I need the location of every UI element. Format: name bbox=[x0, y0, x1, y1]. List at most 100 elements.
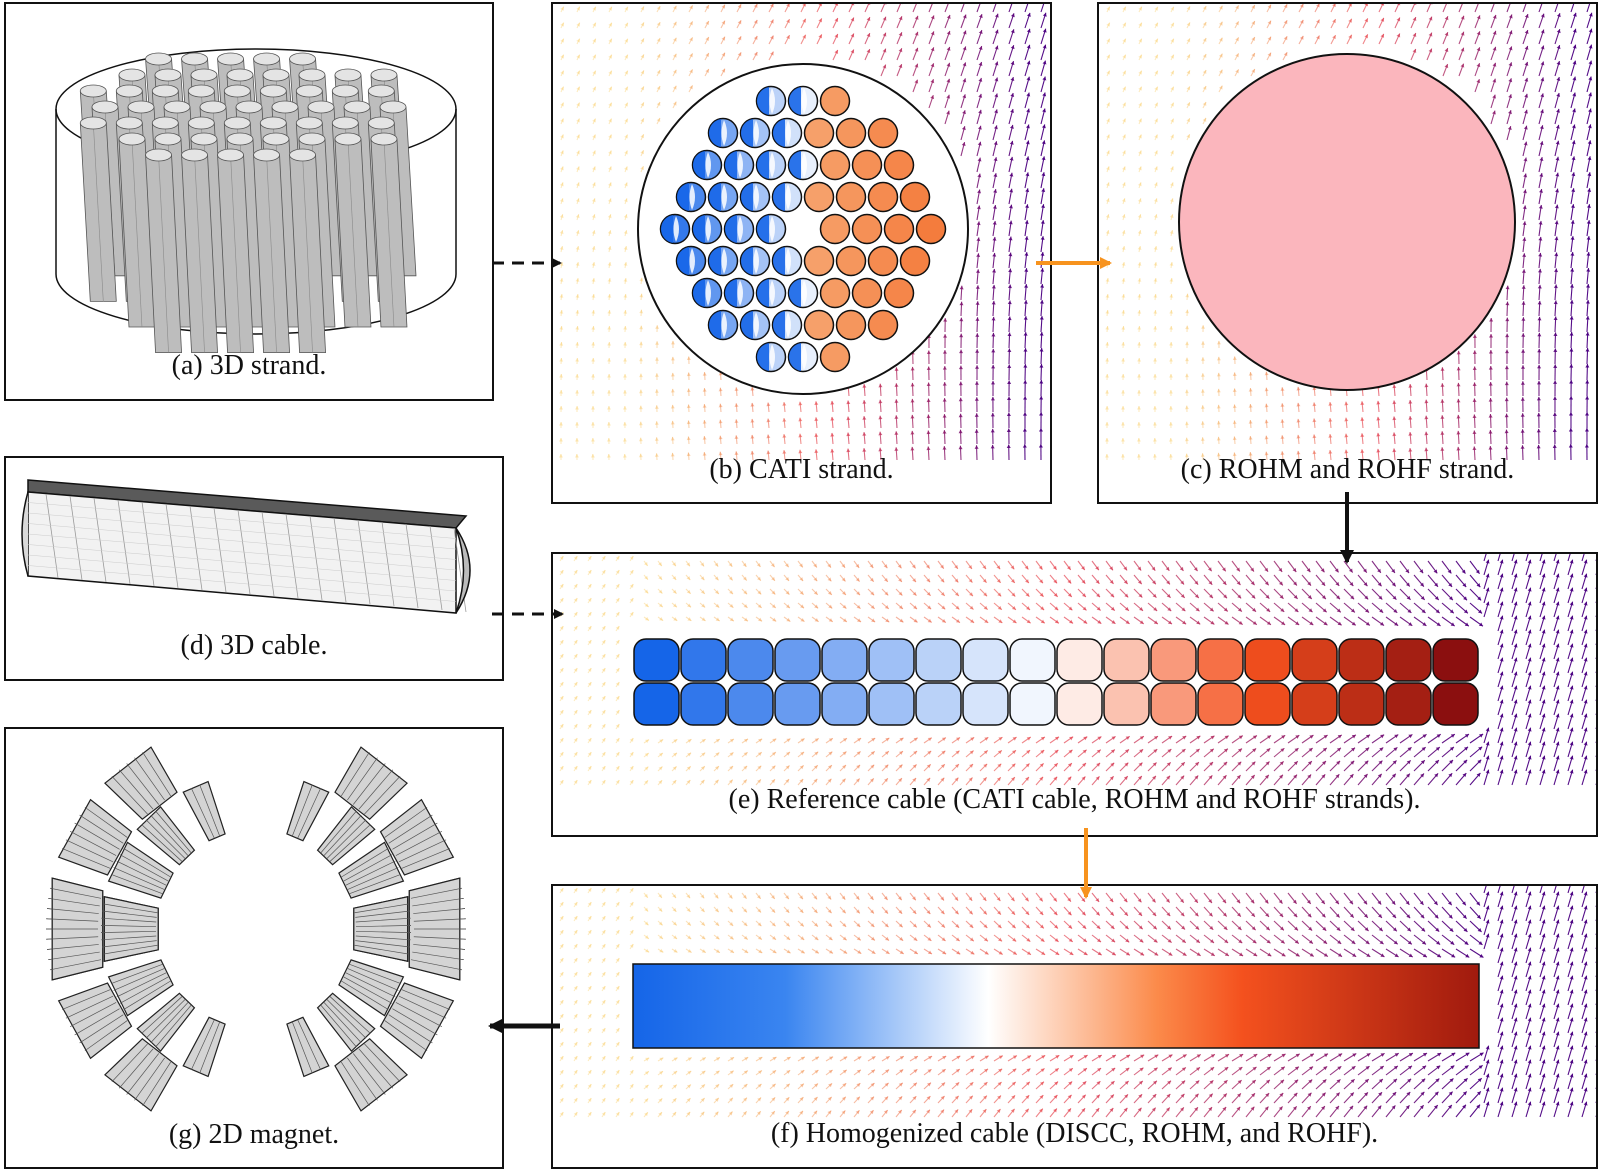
cable-strand bbox=[1291, 682, 1338, 726]
caption-homogenized-cable: (f) Homogenized cable (DISCC, ROHM, and … bbox=[770, 1118, 1379, 1149]
cable-strand bbox=[1150, 638, 1197, 682]
homogenized-field-arrows bbox=[559, 886, 1596, 1118]
cable-strand bbox=[868, 682, 915, 726]
cati-field-arrows bbox=[558, 4, 1047, 461]
cable-strand bbox=[1009, 682, 1056, 726]
coil-block bbox=[379, 798, 455, 876]
cable-strand bbox=[633, 682, 680, 726]
filaments bbox=[659, 85, 947, 373]
cable-strand bbox=[633, 638, 680, 682]
cable-strand bbox=[1009, 638, 1056, 682]
cable-strand bbox=[821, 638, 868, 682]
rohm-rohf-strand-field bbox=[1104, 4, 1593, 461]
cable-strand bbox=[868, 638, 915, 682]
filament bbox=[899, 245, 931, 277]
filament bbox=[803, 245, 835, 277]
3d-cable-render bbox=[21, 479, 471, 614]
cable-strand bbox=[915, 638, 962, 682]
coil-block bbox=[334, 746, 408, 821]
panel-homogenized-cable: (f) Homogenized cable (DISCC, ROHM, and … bbox=[551, 884, 1598, 1169]
filament bbox=[835, 309, 867, 341]
cable-strand bbox=[1150, 682, 1197, 726]
strand-outline bbox=[55, 109, 457, 335]
filament-cylinders bbox=[79, 52, 417, 353]
filament bbox=[819, 341, 851, 373]
filament bbox=[835, 181, 867, 213]
panel-cati-strand: (b) CATI strand. bbox=[551, 2, 1052, 504]
cable-strand bbox=[1197, 682, 1244, 726]
filament bbox=[803, 309, 835, 341]
filament bbox=[803, 181, 835, 213]
panel-reference-cable: (e) Reference cable (CATI cable, ROHM an… bbox=[551, 552, 1598, 837]
cable-strand bbox=[1056, 638, 1103, 682]
filament bbox=[883, 277, 915, 309]
filament bbox=[867, 117, 899, 149]
caption-3d-cable: (d) 3D cable. bbox=[180, 630, 328, 661]
coil-block bbox=[57, 982, 133, 1060]
coil-block bbox=[182, 780, 226, 842]
cable-strand bbox=[1103, 682, 1150, 726]
cable-strand bbox=[774, 682, 821, 726]
cable-strand bbox=[962, 682, 1009, 726]
cable-strand bbox=[1338, 638, 1385, 682]
rohm-field-arrows bbox=[1104, 4, 1593, 461]
filament bbox=[819, 149, 851, 181]
3d-strand-render bbox=[55, 48, 457, 353]
coil-block bbox=[338, 841, 405, 899]
homogenized-cable-field bbox=[559, 886, 1596, 1118]
coil-block bbox=[353, 896, 409, 962]
filament bbox=[851, 149, 883, 181]
caption-cati-strand: (b) CATI strand. bbox=[709, 454, 894, 485]
coil-block bbox=[316, 805, 376, 866]
2d-magnet-render bbox=[46, 746, 466, 1112]
cable-strand bbox=[1385, 682, 1432, 726]
caption-2d-magnet: (g) 2D magnet. bbox=[168, 1119, 340, 1150]
coil-block bbox=[286, 1016, 330, 1078]
caption-reference-cable: (e) Reference cable (CATI cable, ROHM an… bbox=[728, 784, 1421, 815]
coil-block bbox=[107, 841, 174, 899]
filament bbox=[819, 277, 851, 309]
cable-strand bbox=[1244, 682, 1291, 726]
filament bbox=[851, 213, 883, 245]
filament bbox=[915, 213, 947, 245]
cable-strand bbox=[1432, 682, 1479, 726]
cable-strand bbox=[1244, 638, 1291, 682]
filament bbox=[819, 213, 851, 245]
cati-strand-field bbox=[558, 4, 1047, 461]
cable-strand bbox=[1103, 638, 1150, 682]
cable-strand bbox=[1432, 638, 1479, 682]
coil-block bbox=[334, 1037, 408, 1112]
coil-block bbox=[103, 896, 159, 962]
cable-strand bbox=[1338, 682, 1385, 726]
cable-strand bbox=[962, 638, 1009, 682]
coil-block bbox=[104, 746, 178, 821]
filament bbox=[883, 149, 915, 181]
panel-rohm-rohf-strand: (c) ROHM and ROHF strand. bbox=[1097, 2, 1598, 504]
cable-strand bbox=[1056, 682, 1103, 726]
coil-block bbox=[136, 992, 196, 1053]
coil-block bbox=[182, 1016, 226, 1078]
filament bbox=[835, 117, 867, 149]
coil-block bbox=[57, 798, 133, 876]
filament bbox=[883, 213, 915, 245]
filament bbox=[819, 85, 851, 117]
coil-block bbox=[379, 982, 455, 1060]
cable-strand bbox=[680, 638, 727, 682]
panel-3d-cable: (d) 3D cable. bbox=[4, 456, 504, 681]
coil-block bbox=[316, 992, 376, 1053]
filament bbox=[803, 117, 835, 149]
magnet-coil-blocks bbox=[46, 746, 466, 1112]
cable-strand bbox=[1385, 638, 1432, 682]
cable-strand bbox=[1197, 638, 1244, 682]
caption-rohm-rohf-strand: (c) ROHM and ROHF strand. bbox=[1180, 454, 1515, 485]
filament bbox=[867, 245, 899, 277]
coil-block bbox=[338, 959, 405, 1017]
cable-strand bbox=[1291, 638, 1338, 682]
filament bbox=[867, 309, 899, 341]
filament bbox=[899, 181, 931, 213]
cable-strand bbox=[774, 638, 821, 682]
caption-3d-strand: (a) 3D strand. bbox=[171, 350, 327, 381]
coil-block bbox=[104, 1037, 178, 1112]
panel-3d-strand: (a) 3D strand. bbox=[4, 2, 494, 401]
homogenized-cable-bar bbox=[632, 963, 1480, 1049]
